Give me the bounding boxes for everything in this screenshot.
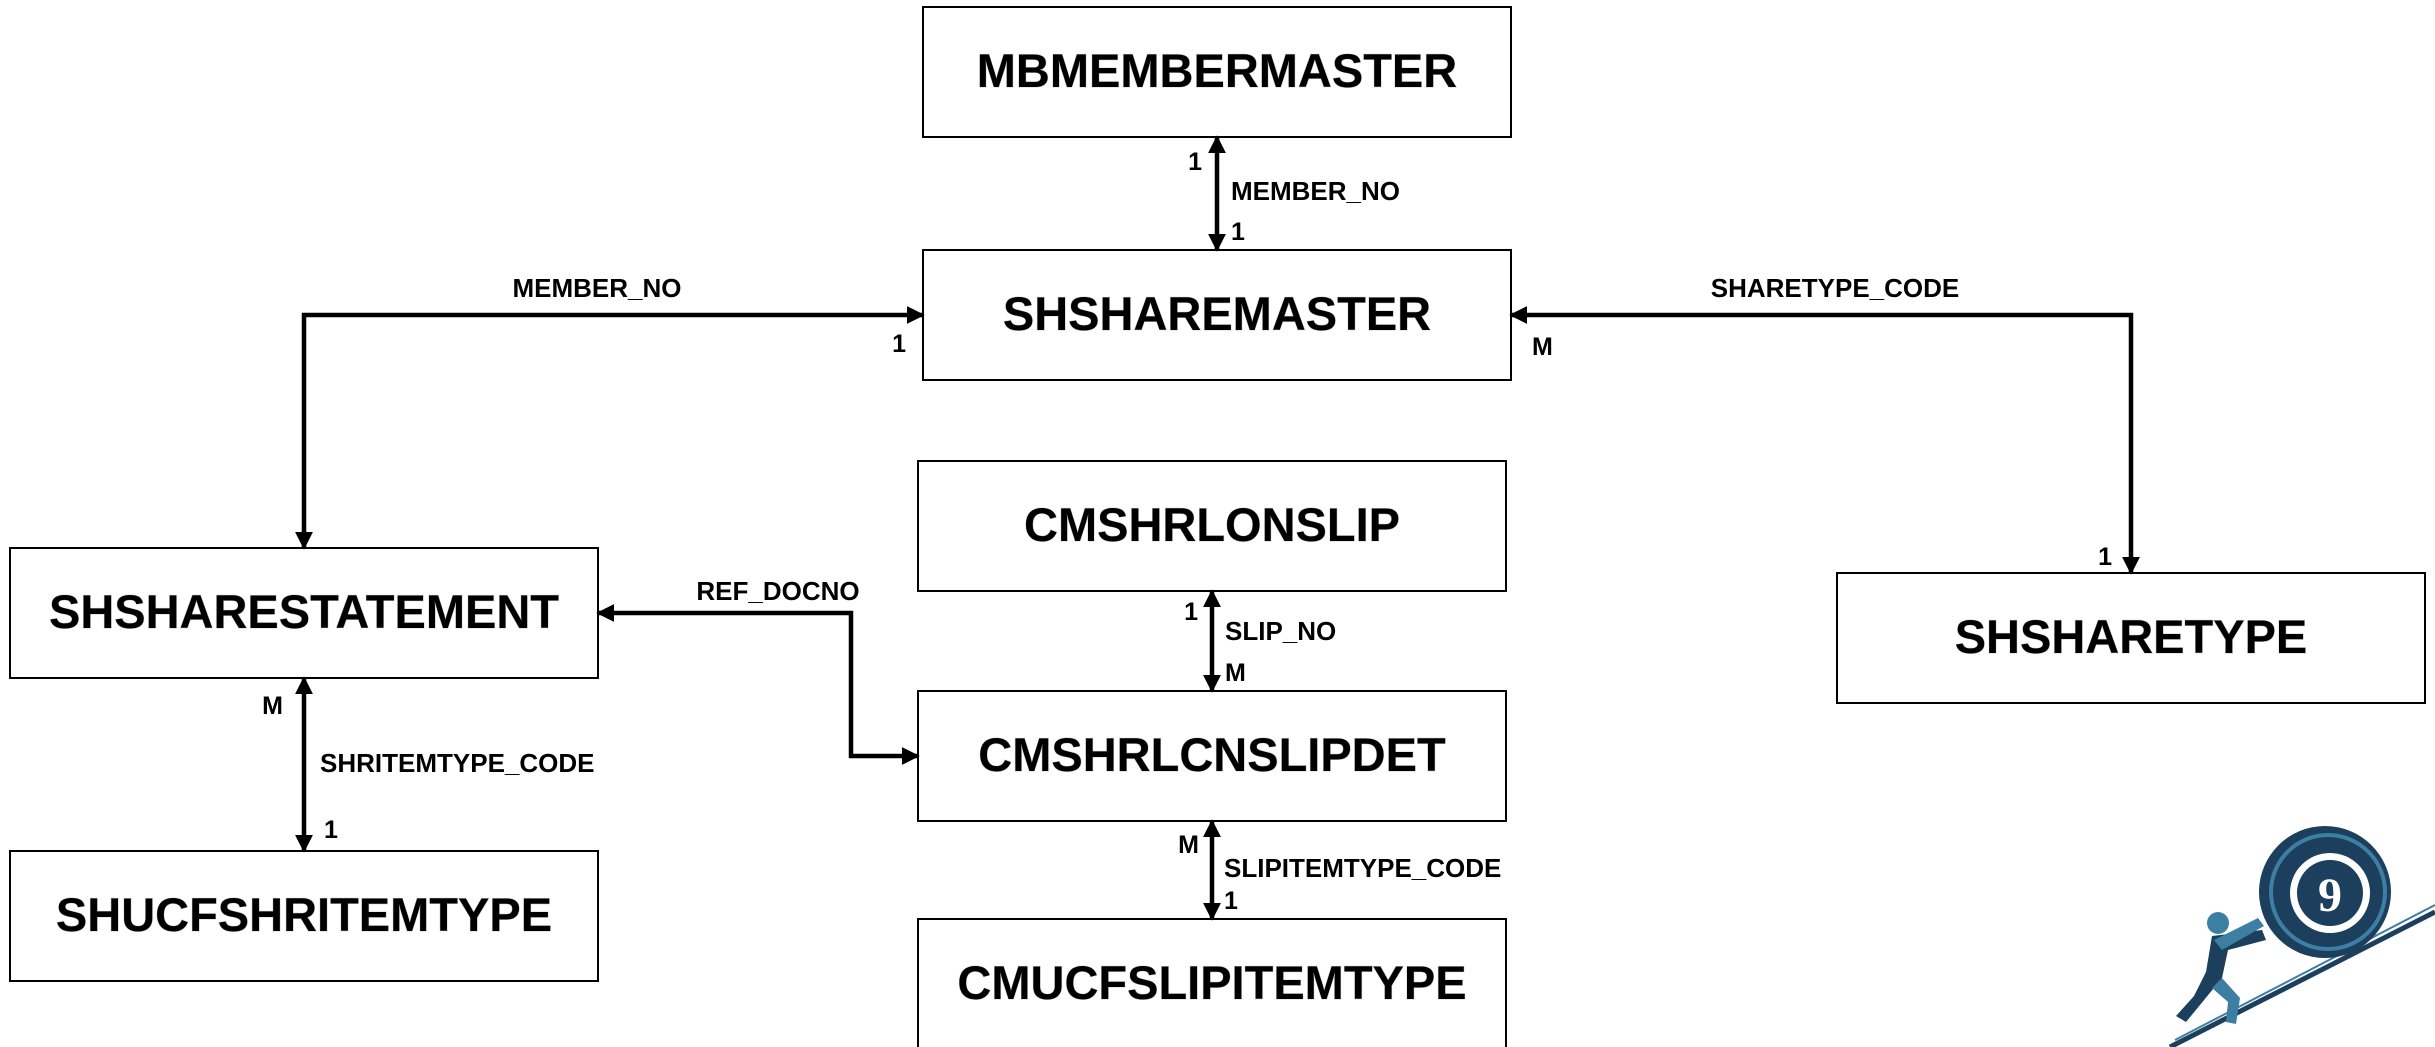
cardinality-label: 1 <box>324 816 338 844</box>
cardinality-label: M <box>262 692 283 720</box>
relationship-member-master-share[interactable]: 1 MEMBER_NO 1 <box>1188 135 1400 252</box>
cardinality-label: M <box>1178 831 1199 859</box>
entity-shsharestatement[interactable]: SHSHARESTATEMENT <box>9 547 599 679</box>
relationship-label: SLIPITEMTYPE_CODE <box>1224 853 1501 883</box>
entity-shsharetype[interactable]: SHSHARETYPE <box>1836 572 2426 704</box>
relationship-line <box>1509 306 2140 575</box>
entity-name: CMSHRLONSLIP <box>1024 498 1400 551</box>
cardinality-label: 1 <box>1188 148 1202 176</box>
cardinality-label: 1 <box>1231 218 1245 246</box>
logo-number: 9 <box>2318 869 2342 922</box>
cardinality-label: 1 <box>1224 887 1238 915</box>
relationship-label: SHARETYPE_CODE <box>1711 273 1960 303</box>
cardinality-label: 1 <box>2098 543 2112 571</box>
climber-pushing-ball-icon: 9 <box>2168 826 2435 1047</box>
entity-name: CMUCFSLIPITEMTYPE <box>957 956 1466 1009</box>
entity-cmshrlcnslipdet[interactable]: CMSHRLCNSLIPDET <box>917 690 1507 822</box>
relationship-label: REF_DOCNO <box>696 576 859 606</box>
relationship-label: MEMBER_NO <box>1231 176 1400 206</box>
entity-shucfshritemtype[interactable]: SHUCFSHRITEMTYPE <box>9 850 599 982</box>
relationship-share-type[interactable]: SHARETYPE_CODE M 1 <box>1509 273 2140 575</box>
cardinality-label: 1 <box>892 330 906 358</box>
entity-name: SHSHARETYPE <box>1955 610 2308 663</box>
relationship-line <box>596 604 920 765</box>
entity-mbmembermaster[interactable]: MBMEMBERMASTER <box>922 6 1512 138</box>
cardinality-label: 1 <box>1184 598 1198 626</box>
cardinality-label: M <box>1225 659 1246 687</box>
relationship-label: SHRITEMTYPE_CODE <box>320 748 595 778</box>
relationship-statement-slipdet[interactable]: REF_DOCNO <box>596 576 920 765</box>
relationship-share-statement[interactable]: MEMBER_NO 1 <box>295 273 925 550</box>
relationship-label: SLIP_NO <box>1225 616 1336 646</box>
cardinality-label: M <box>1532 333 1553 361</box>
relationship-line <box>295 306 925 550</box>
entity-name: MBMEMBERMASTER <box>977 44 1457 97</box>
entity-cmucfslipitemtype[interactable]: CMUCFSLIPITEMTYPE <box>917 918 1507 1047</box>
entity-name: SHSHAREMASTER <box>1003 287 1431 340</box>
relationship-slipdet-itemtype[interactable]: M SLIPITEMTYPE_CODE 1 <box>1178 819 1501 921</box>
entity-name: CMSHRLCNSLIPDET <box>978 728 1446 781</box>
entity-shsharemaster[interactable]: SHSHAREMASTER <box>922 249 1512 381</box>
relationship-label: MEMBER_NO <box>512 273 681 303</box>
relationship-statement-itemtype[interactable]: M SHRITEMTYPE_CODE 1 <box>262 676 595 853</box>
relationship-slip-slipdet[interactable]: 1 SLIP_NO M <box>1184 589 1336 693</box>
entity-cmshrlonslip[interactable]: CMSHRLONSLIP <box>917 460 1507 592</box>
entity-name: SHSHARESTATEMENT <box>49 585 559 638</box>
entity-name: SHUCFSHRITEMTYPE <box>56 888 552 941</box>
